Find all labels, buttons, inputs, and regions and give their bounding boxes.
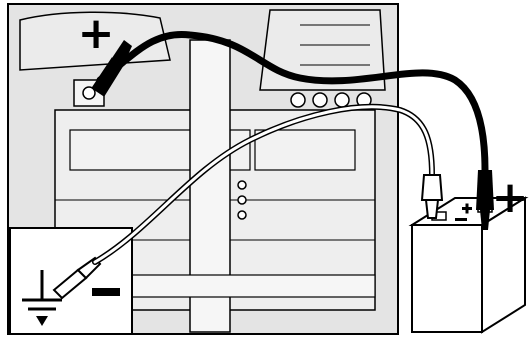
ground-minus-sign — [92, 288, 120, 296]
terminal-negative-mark — [455, 218, 467, 221]
ground-inset — [10, 228, 132, 334]
vehicle-battery-positive-label: + — [78, 8, 115, 59]
jump-battery-positive-label: + — [492, 172, 529, 223]
